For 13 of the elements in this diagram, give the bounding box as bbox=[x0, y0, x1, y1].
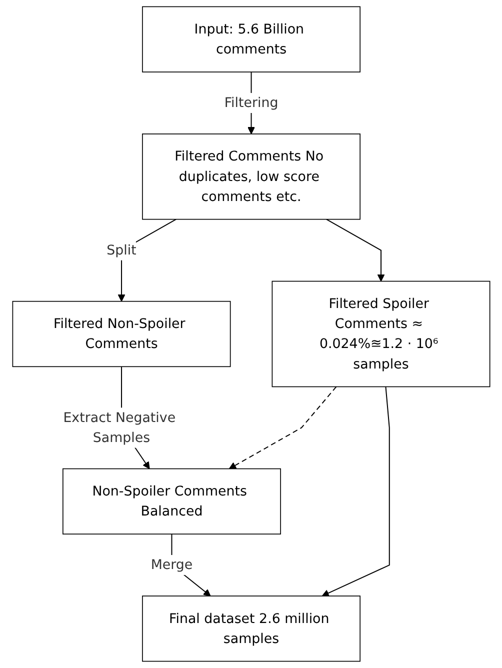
node-box: Filtered Spoiler Comments ≈ 0.024%≊1.2 · 10⁶ samples bbox=[272, 280, 490, 388]
edge-label: Split bbox=[106, 242, 136, 258]
arrow bbox=[228, 386, 336, 470]
arrow bbox=[322, 386, 390, 597]
edge-label: Extract Negative Samples bbox=[62, 409, 176, 446]
node-box: Non-Spoiler Comments Balanced bbox=[62, 468, 281, 534]
node-box: Final dataset 2.6 million samples bbox=[142, 596, 360, 662]
edge-label: Merge bbox=[150, 556, 192, 573]
edge-label: Filtering bbox=[224, 94, 278, 110]
node-box: Filtered Comments No duplicates, low score comments etc. bbox=[142, 134, 360, 220]
node-box: Input: 5.6 Billion comments bbox=[142, 6, 360, 72]
arrow bbox=[326, 218, 384, 282]
node-box: Filtered Non-Spoiler Comments bbox=[12, 300, 230, 368]
